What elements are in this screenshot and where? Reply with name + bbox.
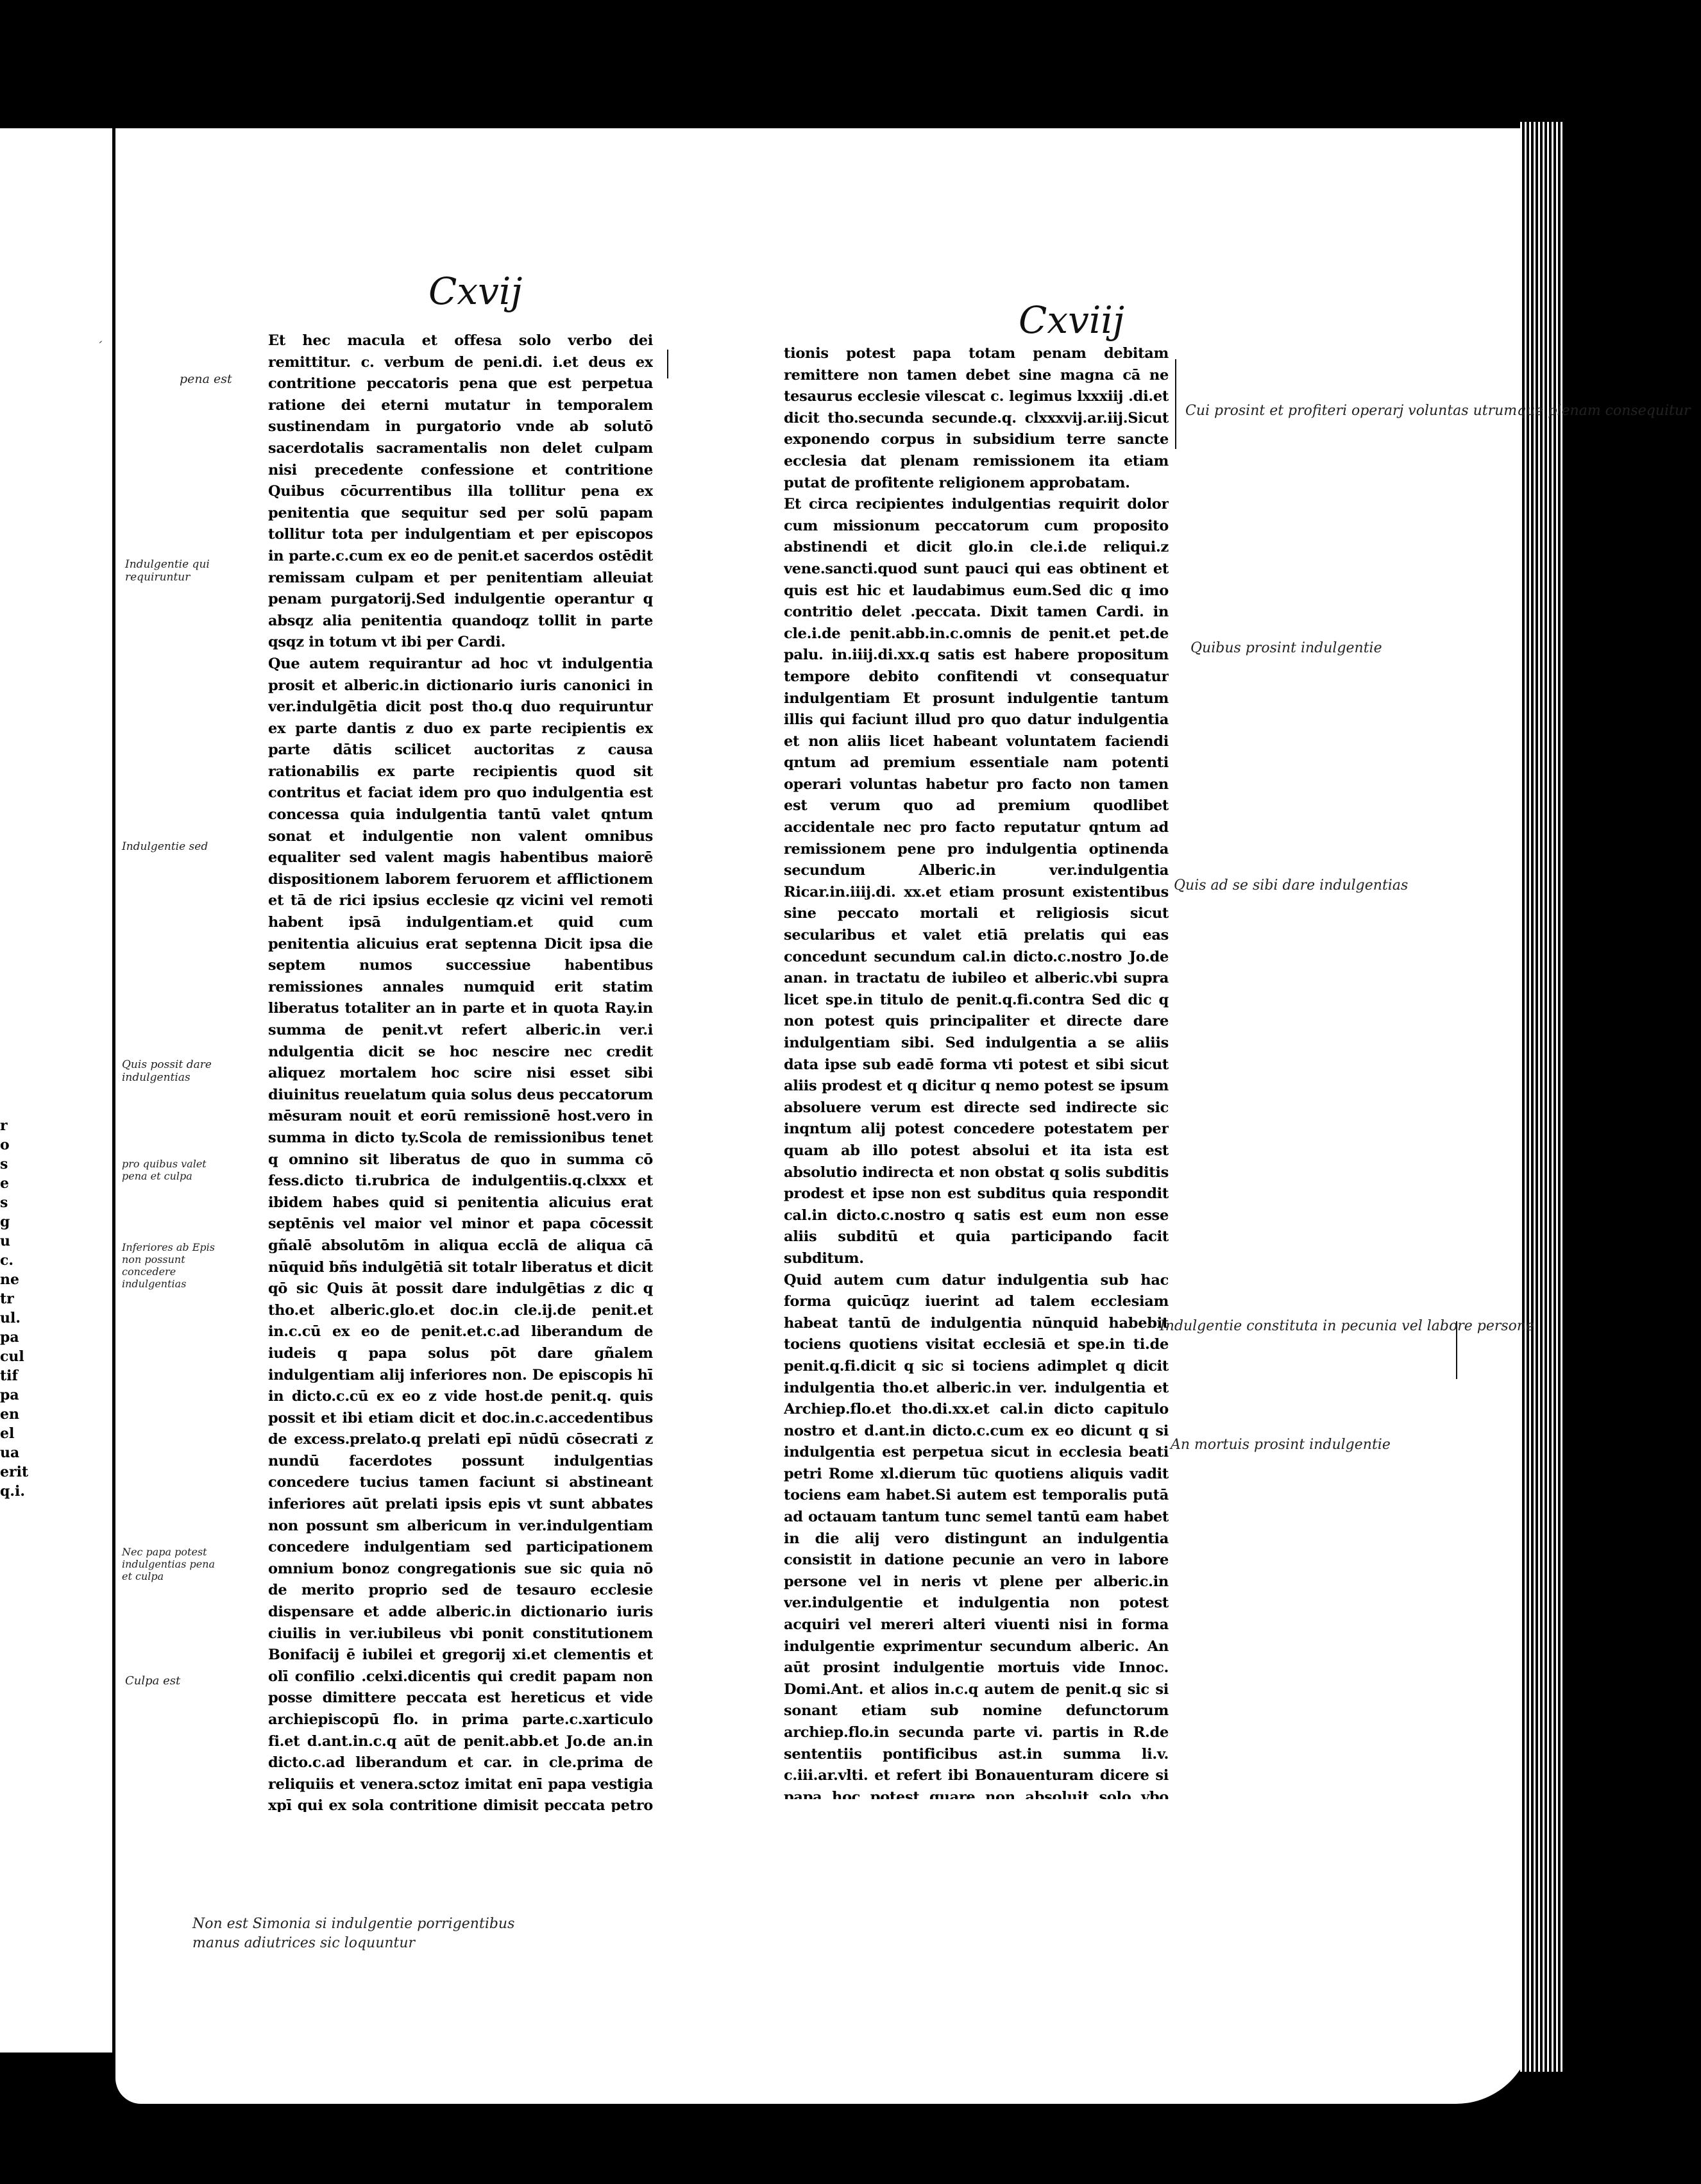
fragment: s [0,1194,8,1211]
margin-bracket [1175,359,1176,449]
fragment: s [0,1156,8,1172]
paragraph: tionis potest papa totam penam debitam r… [784,345,1169,491]
fragment: q.i. [0,1483,26,1500]
margin-note-right: Quis ad se sibi dare indulgentias [1174,877,1409,893]
page-edges [1520,122,1565,2072]
margin-note-left: Indulgentie qui requiruntur [125,558,210,584]
fragment: en [0,1406,19,1423]
fragment: cul [0,1348,24,1365]
fragment: tr [0,1291,14,1307]
fragment: r [0,1117,8,1134]
fragment: o [0,1137,10,1153]
paragraph: Et hec macula et offesa solo verbo dei r… [268,332,653,651]
fragment: c. [0,1252,14,1269]
left-page-fragments: r o s e s g u c. ne tr ul. pa cul tif pa… [0,1116,29,1501]
margin-note-left: Culpa est [125,1674,181,1688]
footnote-line: manus adiutrices sic loquuntur [192,1935,416,1951]
margin-bracket [667,350,668,378]
fragment: pa [0,1329,19,1346]
fragment: el [0,1425,15,1442]
fragment: tif [0,1367,18,1384]
paragraph: Quid autem cum datur indulgentia sub hac… [784,1271,1169,1799]
footnote-line: Non est Simonia si indulgentie porrigent… [192,1916,515,1932]
margin-note-left: Nec papa potest indulgentias pena et cul… [122,1546,216,1582]
text-column-left: Et hec macula et offesa solo verbo dei r… [268,330,653,1812]
margin-note-left: Inferiores ab Epis non possunt concedere… [122,1241,215,1290]
fragment: u [0,1233,10,1249]
margin-note-left: pro quibus valet pena et culpa [122,1158,207,1182]
text-column-right: tionis potest papa totam penam debitam r… [784,343,1169,1799]
margin-note-left: Indulgentie sed [122,840,208,853]
left-page-pen-mark: ˊ [96,340,102,353]
paragraph: Et circa recipientes indulgentias requir… [784,496,1169,1267]
margin-note-right: Quibus prosint indulgentie [1190,640,1382,656]
folio-right: Cxviij [1019,298,1124,342]
fragment: pa [0,1387,19,1403]
fragment: e [0,1175,9,1192]
paragraph: Que autem requirantur ad hoc vt indulgen… [268,655,653,1812]
fragment: g [0,1214,10,1230]
book-page [115,128,1533,2104]
margin-note-right: An mortuis prosint indulgentie [1171,1437,1391,1453]
margin-note-left: pena est [180,372,232,386]
footnote: Non est Simonia si indulgentie porrigent… [192,1915,514,1953]
margin-note-right: Indulgentie constituta in pecunia vel la… [1160,1318,1535,1334]
margin-note-right: Cui prosint et profiteri operarj volunta… [1185,403,1691,419]
fragment: erit [0,1464,29,1480]
fragment: ul. [0,1310,21,1326]
fragment: ua [0,1444,20,1461]
adjacent-left-page: ˊ [0,128,112,2053]
fragment: ne [0,1271,19,1288]
margin-bracket [1456,1321,1457,1379]
folio-left: Cxvij [428,269,523,313]
margin-note-left: Quis possit dare indulgentias [122,1058,212,1084]
